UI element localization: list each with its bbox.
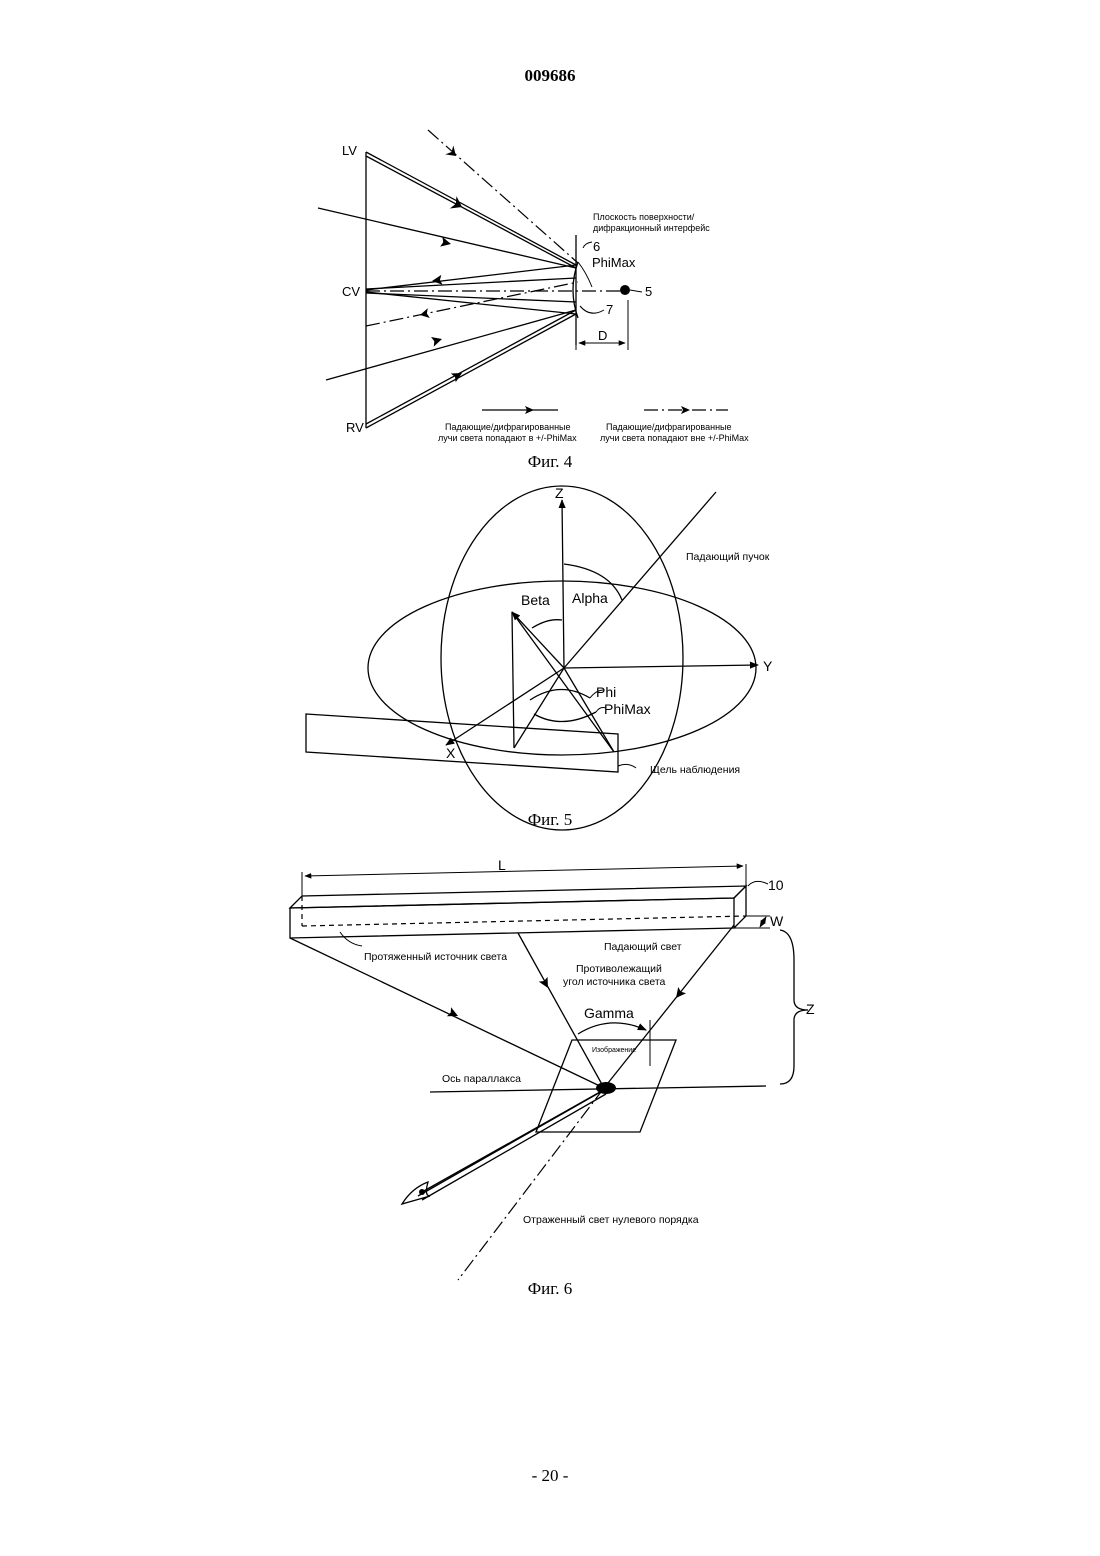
label-w: W [770, 913, 784, 929]
zero-order-ray [458, 1088, 604, 1280]
light-source-front [290, 898, 734, 938]
label-l: L [498, 857, 506, 873]
ref-10: 10 [768, 877, 784, 893]
length-l-dimension [305, 866, 743, 876]
label-subtended-angle-line2: угол источника света [563, 976, 666, 988]
label-gamma: Gamma [584, 1005, 634, 1021]
label-subtended-angle-line1: Противолежащий [576, 963, 662, 975]
page-number: - 20 - [0, 1466, 1100, 1486]
label-extended-source: Протяженный источник света [364, 951, 507, 963]
figure-6-caption: Фиг. 6 [0, 1279, 1100, 1299]
height-z-brace [780, 930, 808, 1084]
figure-6-diagram: L 10 W Z Протяженный источник света Пада… [0, 0, 1100, 1290]
width-w-dimension [760, 917, 766, 927]
gamma-arc [578, 1023, 646, 1034]
light-source-top [290, 886, 746, 908]
label-z: Z [806, 1001, 815, 1017]
label-incident-light: Падающий свет [604, 941, 682, 953]
eye-icon [402, 1182, 430, 1204]
label-zero-order: Отраженный свет нулевого порядка [523, 1214, 699, 1226]
label-image: Изображение [592, 1046, 636, 1054]
label-parallax-axis: Ось параллакса [442, 1073, 521, 1085]
